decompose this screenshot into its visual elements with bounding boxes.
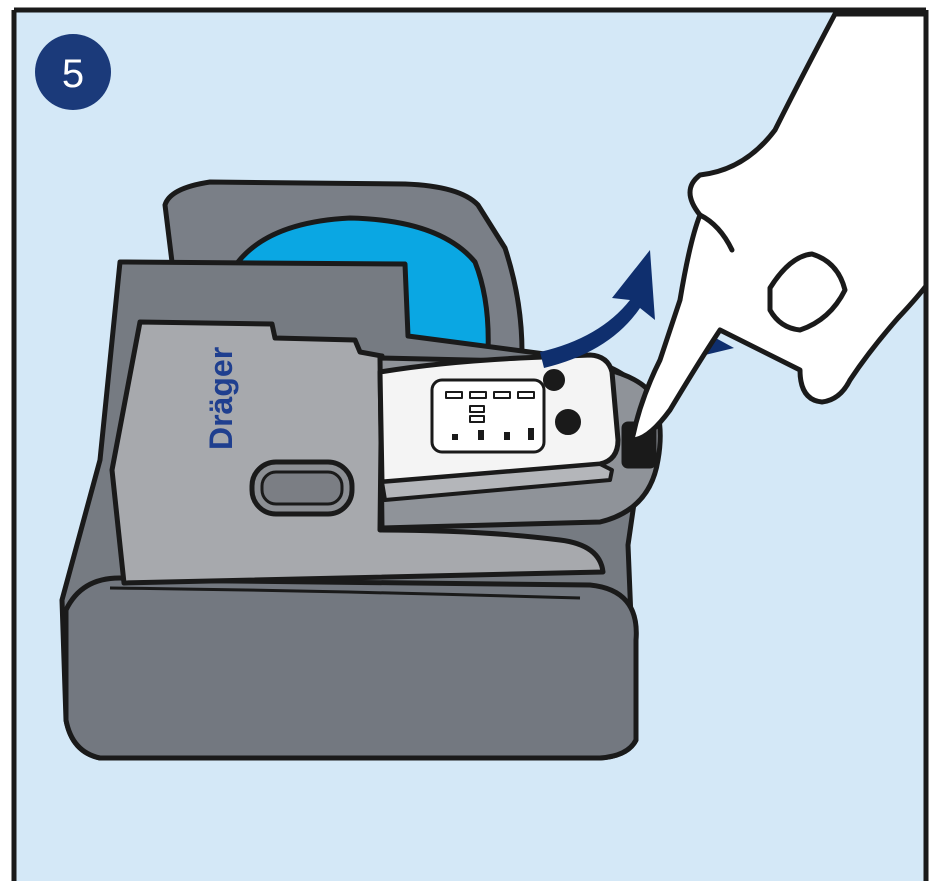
detector-button-top: [544, 370, 564, 390]
step-number: 5: [62, 52, 84, 96]
step-number-badge: 5: [35, 34, 111, 110]
brand-logo: Dräger: [203, 347, 239, 450]
cradle-grip-slot-inner: [262, 472, 342, 504]
cradle-front-bulge: [66, 578, 636, 758]
detector-button-bottom: [556, 410, 580, 434]
detector-display: [432, 380, 544, 452]
